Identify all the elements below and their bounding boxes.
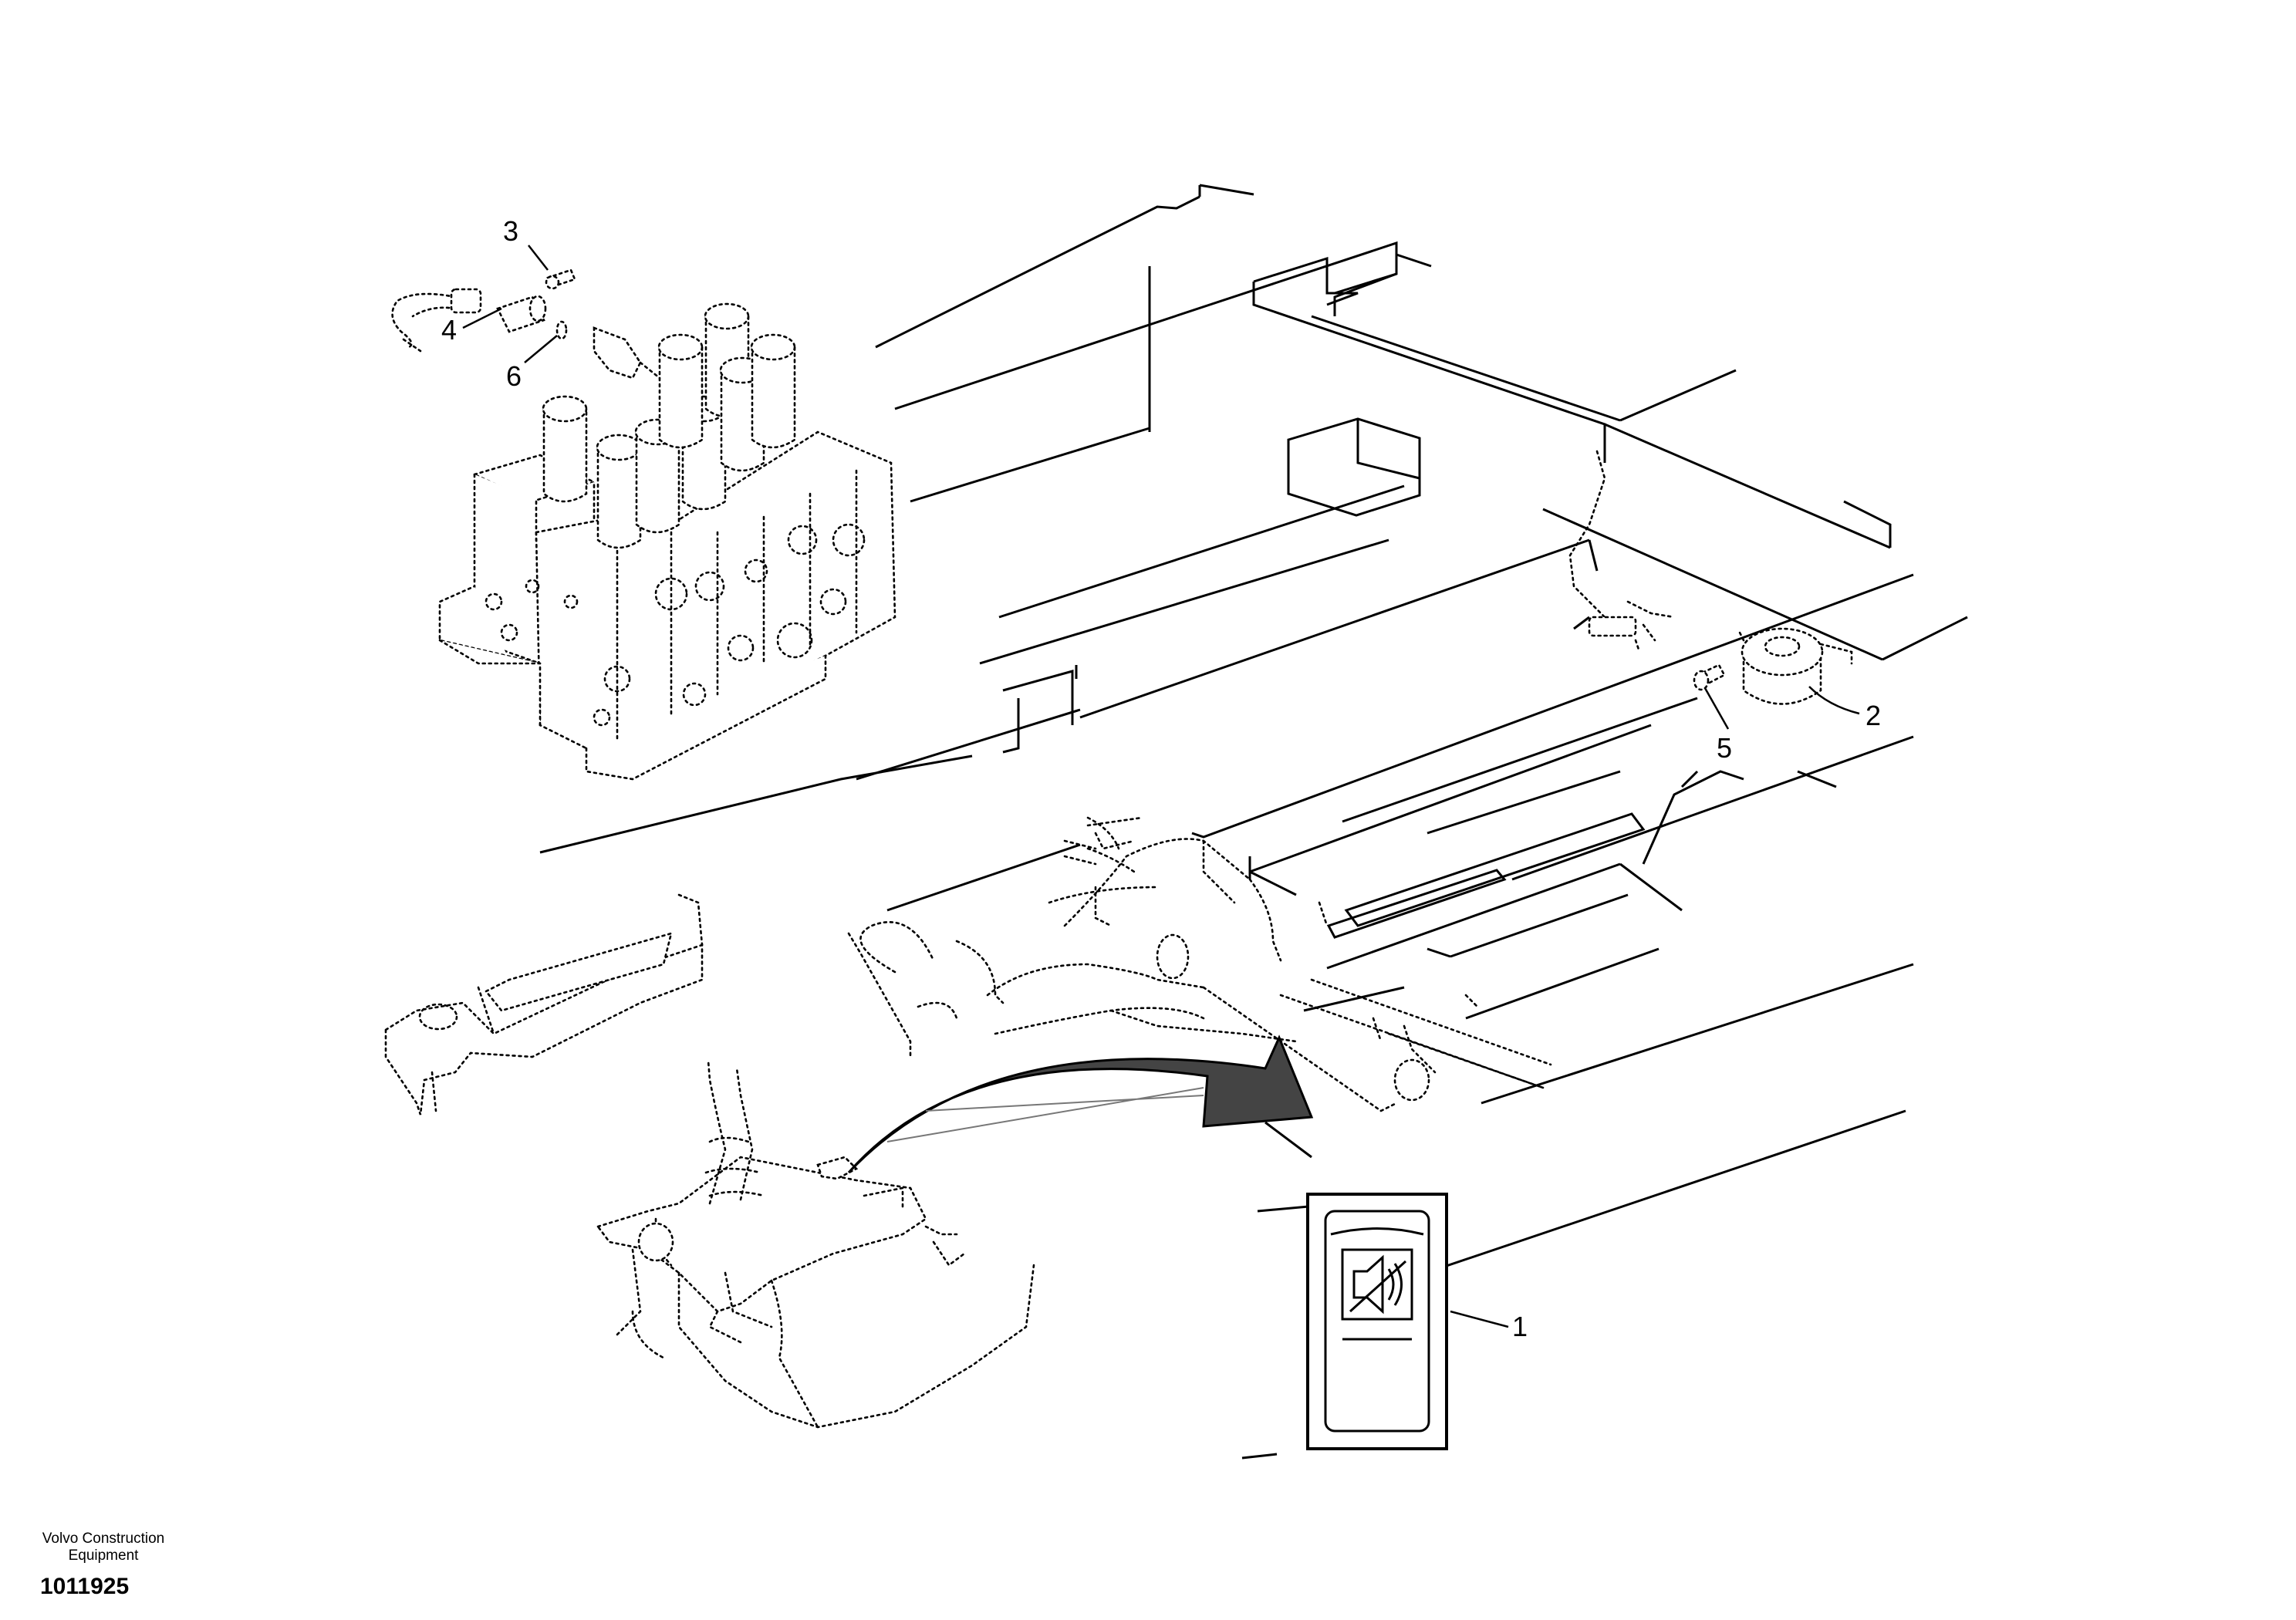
callout-3: 3 — [503, 215, 518, 247]
publisher-name-line2: Equipment — [68, 1547, 139, 1564]
buzzer-assembly — [1568, 450, 1853, 705]
callout-2: 2 — [1866, 700, 1881, 731]
solenoid-cylinders — [542, 302, 796, 549]
publisher-name: Volvo Construction — [42, 1531, 165, 1547]
document-number: 1011925 — [40, 1574, 130, 1599]
callout-1: 1 — [1512, 1311, 1528, 1342]
control-valve-block — [438, 302, 896, 781]
callout-labels: 1 2 3 4 5 6 — [441, 215, 1881, 1342]
callout-5: 5 — [1717, 732, 1732, 764]
operator-console — [384, 816, 1552, 1429]
callout-6: 6 — [506, 360, 522, 392]
mute-switch-inset — [1306, 1193, 1448, 1450]
indication-arrow — [847, 1034, 1314, 1174]
callout-4: 4 — [441, 314, 457, 346]
speaker-muted-icon — [1349, 1254, 1407, 1315]
leader-lines — [462, 245, 1860, 1328]
pressure-switch-assembly — [391, 268, 661, 380]
machine-frame — [539, 184, 1968, 1460]
